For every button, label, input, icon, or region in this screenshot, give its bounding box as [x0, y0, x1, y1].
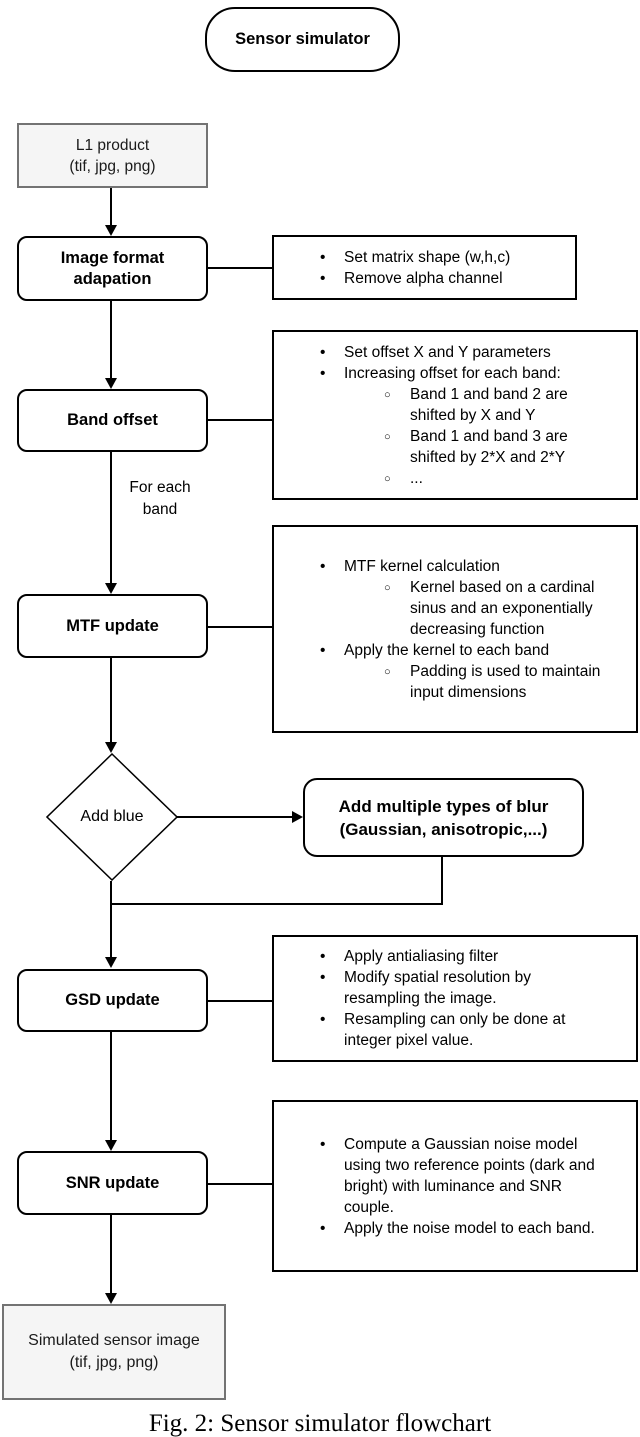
arrowhead-icon [105, 957, 117, 968]
node-simulated-sensor-image: Simulated sensor image (tif, jpg, png) [2, 1304, 226, 1400]
node-image-format-adapation: Image format adapation [17, 236, 208, 301]
detail-list: Compute a Gaussian noise model using two… [274, 1134, 636, 1239]
edge-snr-to-output [110, 1215, 112, 1294]
connector-imageformat-detail [208, 267, 272, 269]
arrowhead-icon [105, 1293, 117, 1304]
connector-bandoffset-detail [208, 419, 272, 421]
arrowhead-icon [105, 1140, 117, 1151]
detail-box-image-format: Set matrix shape (w,h,c) Remove alpha ch… [272, 235, 577, 300]
arrowhead-icon [105, 583, 117, 594]
detail-list: Set matrix shape (w,h,c) Remove alpha ch… [274, 247, 575, 289]
node-add-blue: Add blue [46, 753, 178, 881]
node-sensor-simulator: Sensor simulator [205, 7, 400, 72]
edge-l1-to-imageformat [110, 188, 112, 226]
arrowhead-icon [292, 811, 303, 823]
list-item: Kernel based on a cardinal sinus and an … [274, 577, 620, 640]
list-item: Band 1 and band 3 are shifted by 2*X and… [274, 426, 585, 468]
list-item: Padding is used to maintain input dimens… [274, 661, 620, 703]
detail-box-mtf: MTF kernel calculation Kernel based on a… [272, 525, 638, 733]
node-band-offset: Band offset [17, 389, 208, 452]
node-label-line1: Add multiple types of blur [338, 796, 549, 816]
decision-diamond-shape [46, 753, 178, 881]
arrowhead-icon [105, 378, 117, 389]
edge-gsd-to-snr [110, 1032, 112, 1140]
detail-box-band-offset: Set offset X and Y parameters Increasing… [272, 330, 638, 500]
node-label: SNR update [65, 1173, 160, 1192]
node-add-multiple-blur: Add multiple types of blur (Gaussian, an… [303, 778, 584, 857]
node-label-line2: (Gaussian, anisotropic,...) [339, 819, 548, 839]
edge-imageformat-to-bandoffset [110, 301, 112, 379]
node-gsd-update: GSD update [17, 969, 208, 1032]
connector-gsd-detail [208, 1000, 272, 1002]
edge-mtf-to-addblue [110, 658, 112, 743]
detail-list: MTF kernel calculation Kernel based on a… [274, 556, 636, 703]
list-item: Remove alpha channel [274, 268, 575, 289]
edge-label-for-each-band: For each band [118, 477, 202, 521]
terminal-subtitle: (tif, jpg, png) [69, 157, 156, 175]
node-label: Image format adapation [60, 248, 165, 288]
node-mtf-update: MTF update [17, 594, 208, 658]
node-label: Band offset [67, 411, 158, 429]
list-item: Set matrix shape (w,h,c) [274, 247, 575, 268]
list-item: Compute a Gaussian noise model using two… [274, 1134, 606, 1218]
list-item: Increasing offset for each band: [274, 363, 636, 384]
node-label: Sensor simulator [235, 30, 370, 48]
edge-blur-return-horizontal [111, 903, 443, 905]
list-item: Modify spatial resolution by resampling … [274, 967, 579, 1009]
edge-addblue-to-gsd [110, 881, 112, 958]
connector-mtf-detail [208, 626, 272, 628]
node-label: MTF update [66, 616, 159, 635]
list-item: Set offset X and Y parameters [274, 342, 636, 363]
list-item: Apply the kernel to each band [274, 640, 636, 661]
terminal-title: Simulated sensor image [28, 1332, 200, 1349]
arrowhead-icon [105, 742, 117, 753]
node-snr-update: SNR update [17, 1151, 208, 1215]
terminal-title: L1 product [75, 136, 150, 154]
node-l1-product: L1 product (tif, jpg, png) [17, 123, 208, 188]
figure-caption: Fig. 2: Sensor simulator flowchart [148, 1410, 492, 1437]
node-label: Add blue [80, 808, 144, 825]
list-item: MTF kernel calculation [274, 556, 636, 577]
edge-bandoffset-to-mtf [110, 452, 112, 583]
terminal-subtitle: (tif, jpg, png) [69, 1354, 159, 1371]
list-item: Resampling can only be done at integer p… [274, 1009, 579, 1051]
list-item: Band 1 and band 2 are shifted by X and Y [274, 384, 585, 426]
list-item: Apply antialiasing filter [274, 946, 579, 967]
list-item: Apply the noise model to each band. [274, 1218, 606, 1239]
node-label: GSD update [65, 991, 160, 1009]
connector-snr-detail [208, 1183, 272, 1185]
detail-box-snr: Compute a Gaussian noise model using two… [272, 1100, 638, 1272]
arrowhead-icon [105, 225, 117, 236]
detail-box-gsd: Apply antialiasing filter Modify spatial… [272, 935, 638, 1062]
list-item: ... [274, 468, 585, 490]
edge-addblue-to-blur [177, 816, 292, 818]
detail-list: Apply antialiasing filter Modify spatial… [274, 946, 636, 1051]
edge-blur-return-vertical [441, 857, 443, 905]
detail-list: Set offset X and Y parameters Increasing… [274, 342, 636, 490]
